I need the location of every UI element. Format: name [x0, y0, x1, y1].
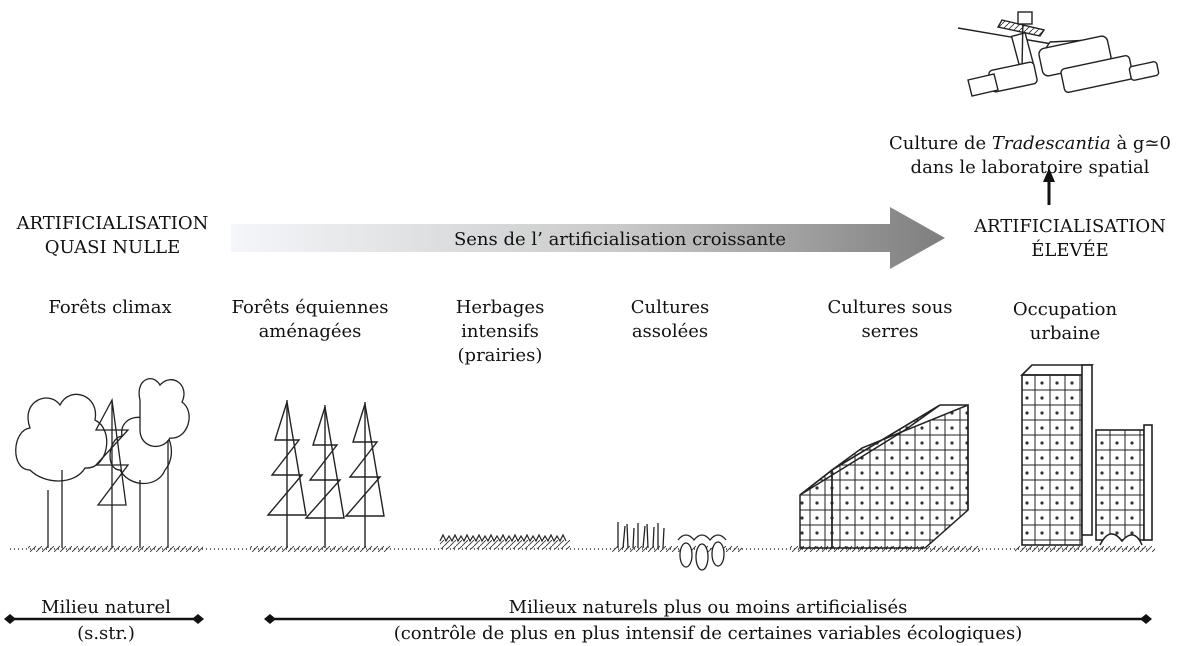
category-label: intensifs	[461, 321, 539, 342]
left-extreme-line2: QUASI NULLE	[44, 237, 181, 258]
caption-prefix: Culture de	[889, 133, 992, 154]
category-label: aménagées	[258, 321, 362, 342]
category-label: Cultures sous	[827, 297, 953, 318]
caption-species: Tradescantia	[991, 133, 1111, 154]
natural-range-line1: Milieu naturel	[41, 597, 171, 618]
right-extreme-line1: ARTIFICIALISATION	[974, 216, 1166, 237]
artificial-range-line1: Milieux naturels plus ou moins artificia…	[508, 597, 908, 618]
category-label: Herbages	[455, 297, 545, 318]
crops-drawing	[612, 522, 742, 571]
urban-buildings-drawing	[1015, 364, 1155, 552]
left-extreme-line1: ARTIFICIALISATION	[16, 213, 209, 234]
caption-line2: dans le laboratoire spatial	[910, 157, 1150, 178]
category-urban: Occupation urbaine	[990, 298, 1140, 346]
artificialisation-gradient-arrow	[231, 207, 945, 269]
category-grassland: Herbages intensifs (prairies)	[420, 296, 580, 368]
arrow-label: Sens de l’ artificialisation croissante	[453, 229, 787, 250]
artificial-range-line2: (contrôle de plus en plus intensif de ce…	[393, 623, 1023, 644]
artificial-range-bar	[264, 614, 1152, 624]
category-label: urbaine	[1029, 323, 1101, 344]
right-extreme-label: ARTIFICIALISATION ÉLEVÉE	[955, 215, 1185, 263]
left-extreme-label: ARTIFICIALISATION QUASI NULLE	[0, 212, 225, 260]
space-station-icon	[957, 11, 1160, 97]
grassland-drawing	[439, 533, 570, 549]
greenhouse-drawing	[790, 403, 980, 552]
natural-range-line2: (s.str.)	[77, 623, 135, 644]
natural-range-bar	[4, 614, 204, 624]
category-label: Occupation	[1012, 299, 1118, 320]
category-label: serres	[861, 321, 919, 342]
category-managed-forest: Forêts équiennes aménagées	[220, 296, 400, 344]
category-crops: Cultures assolées	[600, 296, 740, 344]
natural-range-sublabel: (s.str.)	[10, 622, 202, 646]
artificial-range-sublabel: (contrôle de plus en plus intensif de ce…	[270, 622, 1146, 646]
managed-forest-drawing	[250, 400, 390, 552]
category-greenhouse: Cultures sous serres	[800, 296, 980, 344]
category-label: assolées	[631, 321, 709, 342]
category-label: Forêts équiennes	[231, 297, 389, 318]
climax-forest-drawing	[15, 378, 203, 552]
category-label: Cultures	[630, 297, 710, 318]
right-extreme-line2: ÉLEVÉE	[1031, 240, 1109, 261]
natural-range-label: Milieu naturel	[10, 596, 202, 620]
caption-suffix: à g≃0	[1110, 133, 1171, 154]
category-climax-forest: Forêts climax	[20, 296, 200, 320]
category-label: Forêts climax	[48, 297, 172, 318]
up-arrow-icon	[1043, 168, 1055, 205]
category-label: (prairies)	[457, 345, 543, 366]
artificial-range-label: Milieux naturels plus ou moins artificia…	[270, 596, 1146, 620]
space-lab-caption: Culture de Tradescantia à g≃0 dans le la…	[870, 132, 1188, 180]
